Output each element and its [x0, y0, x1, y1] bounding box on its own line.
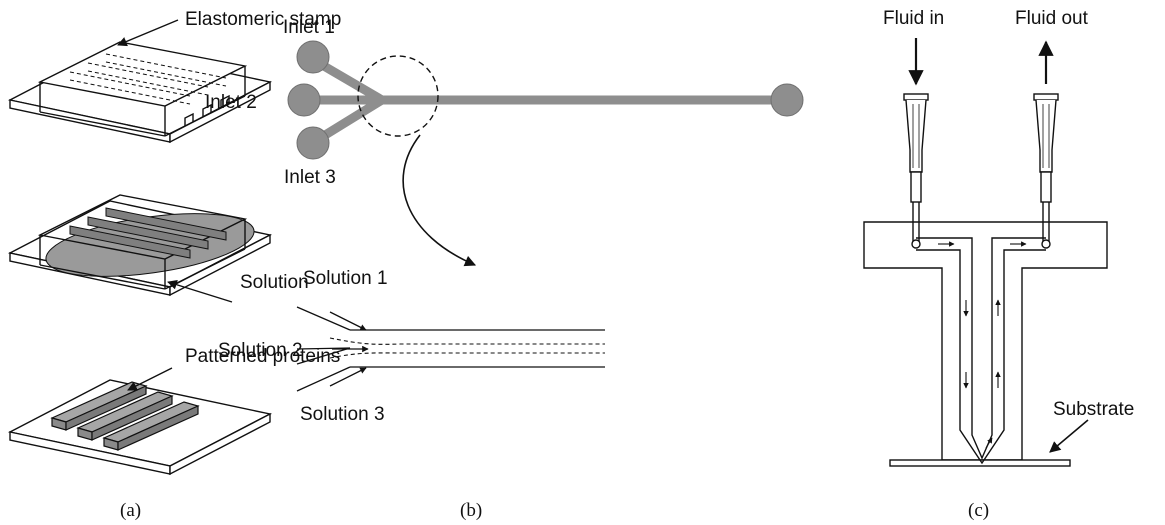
stamp-on-substrate — [7, 41, 273, 144]
patterned-proteins — [7, 379, 273, 476]
substrate-label: Substrate — [1053, 399, 1134, 420]
solution-arrow — [167, 279, 233, 303]
stamp-label: Elastomeric stamp — [185, 9, 341, 30]
inlet-syringe — [903, 93, 929, 242]
solution-1-label: Solution 1 — [303, 268, 388, 289]
caption-b: (b) — [460, 500, 482, 521]
junction-detail — [296, 306, 605, 392]
inlet-2-label: Inlet 2 — [205, 92, 257, 113]
inlet-1-label: Inlet 1 — [283, 17, 335, 38]
fluid-out-label: Fluid out — [1015, 8, 1089, 29]
inlet-2-port — [287, 83, 321, 117]
inlet-3-port — [296, 126, 330, 160]
zoom-circle — [357, 55, 439, 137]
proteins-arrow — [127, 367, 173, 391]
panel-a — [7, 19, 273, 476]
fluid-in-label: Fluid in — [883, 8, 944, 29]
inlet-1-port — [296, 40, 330, 74]
caption-a: (a) — [120, 500, 141, 521]
outlet-syringe — [1033, 93, 1059, 242]
substrate-arrow — [1049, 419, 1089, 453]
inlet-3-label: Inlet 3 — [284, 167, 336, 188]
solution-3-label: Solution 3 — [300, 404, 385, 425]
zoom-arrow — [402, 134, 477, 267]
proteins-label: Patterned proteins — [185, 346, 340, 367]
stamp-arrow — [117, 19, 179, 47]
outlet-port — [770, 83, 804, 117]
solution-label: Solution — [240, 272, 309, 293]
solution-2-label: Solution 2 — [218, 340, 303, 361]
caption-c: (c) — [968, 500, 989, 521]
panel-c — [863, 38, 1108, 467]
panel-b — [287, 40, 804, 392]
solution-filling — [7, 194, 273, 297]
t-block — [863, 221, 1108, 461]
